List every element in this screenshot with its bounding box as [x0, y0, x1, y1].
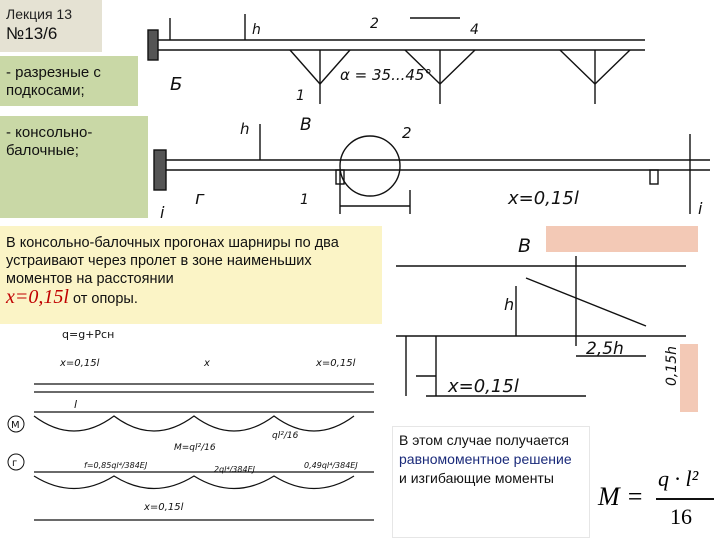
- moment-circle: [7, 415, 25, 433]
- scheme-x3: x=0,15l: [143, 502, 184, 513]
- moment-formula-bar: [656, 498, 714, 500]
- moment-formula: M = q · l² 16: [598, 466, 718, 536]
- split-purlin-drawing: h 2 4 α = 35...45° Б 1: [147, 14, 645, 104]
- scheme-l: l: [74, 398, 77, 411]
- result-line1: В этом случае получается: [399, 432, 570, 448]
- result-note: В этом случае получается равномоментное …: [392, 426, 590, 538]
- d2-x-label: x=0,15l: [507, 188, 579, 209]
- d2-g-label: г: [195, 188, 205, 209]
- hinge-note-text: В консольно-балочных прогонах шарниры по…: [6, 235, 339, 287]
- d2-h-label: h: [240, 120, 250, 138]
- moment-formula-numerator: q · l²: [658, 466, 699, 491]
- hinge-note: В консольно-балочных прогонах шарниры по…: [0, 226, 382, 324]
- cantilever-label: - консольно-балочные;: [0, 116, 148, 218]
- d2-n1-label: 1: [300, 192, 309, 208]
- d1-n1-label: 1: [296, 88, 305, 104]
- d1-angle-label: α = 35...45°: [340, 66, 432, 84]
- beam-schemes-drawing: q=g+Pсн x=0,15l x=0,15l x l M г M=ql²/16…: [7, 328, 374, 521]
- scheme-f3: 0,49ql⁴/384EJ: [304, 461, 358, 470]
- detail-d2-label: 0,15h: [664, 346, 680, 386]
- split-purlin-label: - разрезные с подкосами;: [0, 56, 138, 106]
- hinge-detail-drawing: В h 2,5h x=0,15l 0,15h: [396, 226, 698, 412]
- scheme-f1: f=0,85ql⁴/384EJ: [84, 461, 148, 470]
- hinge-note-tail: от опоры.: [72, 291, 138, 307]
- hinge-distance-formula: x=0,15l: [6, 286, 69, 308]
- result-highlight: равномоментное решение: [399, 451, 572, 467]
- deflection-circle: [7, 453, 25, 471]
- detail-d1-label: 2,5h: [586, 339, 624, 359]
- scheme-m-val1: M=ql²/16: [174, 443, 216, 453]
- d1-n2-label: 2: [370, 16, 379, 32]
- scheme-x: x: [203, 358, 210, 369]
- moment-formula-denominator: 16: [670, 504, 692, 529]
- scheme-x2: x=0,15l: [315, 358, 356, 369]
- moment-formula-lhs: M =: [598, 482, 644, 511]
- detail-b-label: В: [518, 235, 531, 257]
- scheme-g-label: г: [12, 458, 17, 469]
- d2-i1-label: i: [160, 203, 165, 222]
- d2-i2-label: i: [698, 199, 703, 218]
- scheme-m-val2: ql²/16: [272, 431, 299, 441]
- d2-b-label: В: [300, 115, 312, 135]
- lecture-title-box: Лекция 13 №13/6: [0, 0, 102, 52]
- detail-h-label: h: [504, 295, 514, 314]
- cantilever-purlin-drawing: h В 2 1 г x=0,15l i i: [153, 115, 710, 222]
- d1-b-label: Б: [170, 74, 182, 95]
- d2-n2-label: 2: [402, 124, 412, 142]
- scheme-x1: x=0,15l: [59, 358, 100, 369]
- scheme-f2: 2ql⁴/384EJ: [214, 465, 256, 474]
- d1-h-label: h: [252, 22, 261, 38]
- lecture-title: Лекция 13: [6, 6, 72, 22]
- d1-n4-label: 4: [470, 22, 479, 38]
- lecture-number: №13/6: [6, 24, 58, 43]
- detail-x-label: x=0,15l: [447, 376, 519, 397]
- split-purlin-text: - разрезные с подкосами;: [6, 64, 101, 99]
- result-line2: и изгибающие моменты: [399, 470, 554, 486]
- cantilever-text: - консольно-балочные;: [6, 124, 93, 159]
- detail-pink-right: [680, 344, 698, 412]
- detail-pink-top: [546, 226, 698, 252]
- scheme-m-label: M: [11, 420, 20, 431]
- scheme-load: q=g+Pсн: [62, 328, 114, 341]
